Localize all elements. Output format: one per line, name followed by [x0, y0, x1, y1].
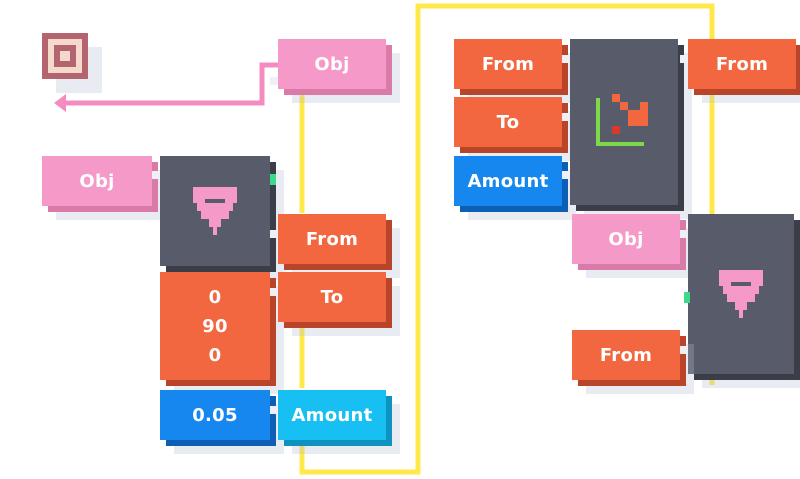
port — [562, 171, 570, 179]
lerp-operator[interactable] — [570, 39, 678, 205]
port — [152, 171, 160, 179]
port — [680, 230, 688, 238]
vector-x: 0 — [208, 286, 222, 308]
from-block-mid[interactable]: From — [278, 214, 386, 264]
vector-y: 90 — [202, 315, 228, 337]
amount-block-right[interactable]: Amount — [454, 156, 562, 206]
to-block-right[interactable]: To — [454, 97, 562, 147]
port — [562, 113, 570, 121]
port — [270, 77, 278, 85]
port — [680, 346, 688, 354]
obj-block-left[interactable]: Obj — [42, 156, 152, 206]
to-block-mid[interactable]: To — [278, 272, 386, 322]
green-port — [270, 174, 276, 185]
speed-value-block[interactable]: 0.05 — [160, 390, 270, 440]
obj-block-right[interactable]: Obj — [572, 214, 680, 264]
pink-arrow-head — [54, 94, 66, 112]
amount-block-mid[interactable]: Amount — [278, 390, 386, 440]
green-port — [684, 292, 690, 303]
vector-block[interactable]: 0 90 0 — [160, 272, 270, 380]
lerp-chart-icon — [596, 94, 648, 146]
port — [270, 406, 278, 414]
pink-wire — [64, 62, 280, 106]
shield-down-icon — [193, 187, 237, 235]
move-to-operator-right[interactable] — [688, 214, 794, 374]
port — [562, 55, 570, 63]
vector-z: 0 — [208, 344, 222, 366]
port — [270, 288, 278, 296]
move-to-operator[interactable] — [160, 156, 270, 266]
port — [270, 230, 278, 238]
port — [680, 55, 688, 63]
shield-down-icon-right — [719, 270, 763, 318]
obj-block-top[interactable]: Obj — [278, 39, 386, 89]
target-block[interactable] — [42, 33, 102, 93]
from-block-bottom[interactable]: From — [572, 330, 680, 380]
from-block-right[interactable]: From — [454, 39, 562, 89]
from-output-block[interactable]: From — [688, 39, 796, 89]
